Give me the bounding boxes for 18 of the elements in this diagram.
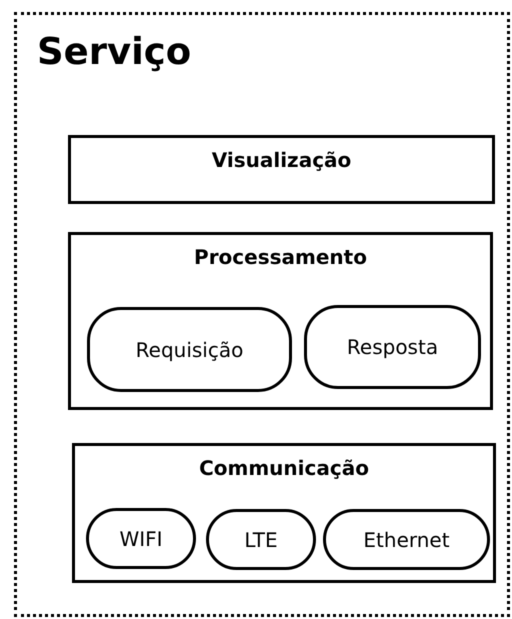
node-label: Resposta <box>346 337 438 357</box>
node-label: Serviço <box>37 33 192 70</box>
node-label: Communicação <box>199 458 369 478</box>
node-label: LTE <box>244 530 278 550</box>
service-group <box>14 12 510 617</box>
node-label: WIFI <box>119 528 163 548</box>
layer-panel <box>68 135 495 204</box>
component-pill <box>87 307 292 392</box>
component-pill <box>86 508 196 569</box>
component-pill <box>304 305 481 389</box>
layer-panel <box>68 232 493 410</box>
node-label: Ethernet <box>363 530 450 550</box>
component-pill <box>206 509 316 570</box>
node-label: Processamento <box>194 247 367 267</box>
node-label: Visualização <box>212 150 352 170</box>
node-label: Requisição <box>136 340 244 360</box>
component-pill <box>323 509 490 570</box>
layer-panel <box>72 443 496 583</box>
